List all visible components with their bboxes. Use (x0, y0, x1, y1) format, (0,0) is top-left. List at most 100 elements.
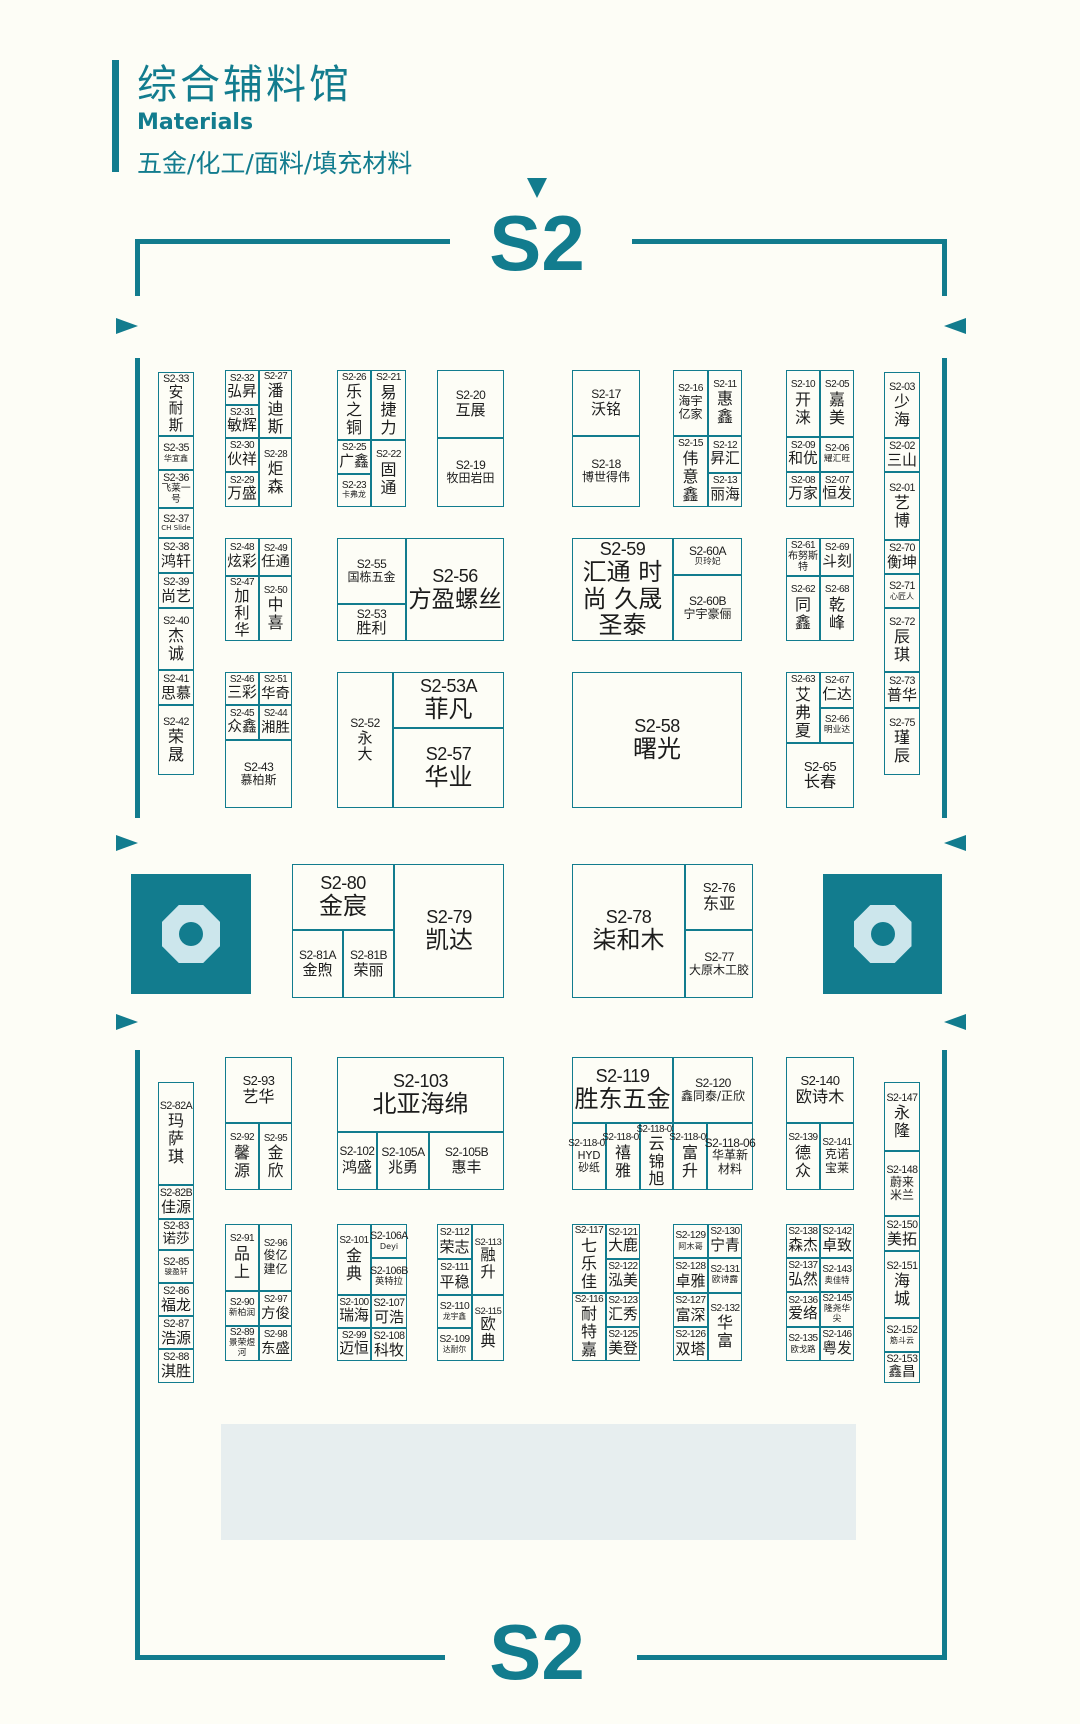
booth-s2-39[interactable]: S2-39尚艺 (158, 573, 194, 608)
booth-s2-21[interactable]: S2-21易捷力 (371, 370, 406, 440)
booth-s2-152[interactable]: S2-152筋斗云 (884, 1318, 920, 1352)
booth-s2-72[interactable]: S2-72辰琪 (884, 608, 920, 672)
booth-s2-60a[interactable]: S2-60A贝玲妃 (673, 538, 742, 575)
booth-s2-153[interactable]: S2-153鑫昌 (884, 1352, 920, 1383)
booth-s2-62[interactable]: S2-62同鑫 (786, 576, 820, 641)
booth-s2-101[interactable]: S2-101金典 (337, 1224, 371, 1295)
booth-s2-55[interactable]: S2-55国栋五金 (337, 538, 406, 604)
booth-s2-118-05[interactable]: S2-118-05富升 (669, 1123, 711, 1190)
booth-s2-137[interactable]: S2-137弘然 (786, 1258, 820, 1292)
booth-s2-44[interactable]: S2-44湘胜 (259, 705, 292, 740)
booth-s2-89[interactable]: S2-89景荣煜河 (225, 1326, 259, 1361)
booth-s2-19[interactable]: S2-19牧田岩田 (437, 438, 504, 507)
booth-s2-48[interactable]: S2-48炫彩 (225, 538, 259, 576)
booth-s2-92[interactable]: S2-92馨源 (225, 1123, 259, 1190)
booth-s2-117[interactable]: S2-117七乐佳 (572, 1224, 606, 1293)
booth-s2-51[interactable]: S2-51华奇 (259, 672, 292, 705)
booth-s2-38[interactable]: S2-38鸿轩 (158, 538, 194, 573)
booth-s2-142[interactable]: S2-142卓致 (820, 1224, 854, 1258)
booth-s2-93[interactable]: S2-93艺华 (225, 1057, 292, 1123)
booth-s2-143[interactable]: S2-143奥佳特 (820, 1258, 854, 1292)
booth-s2-118-01[interactable]: S2-118-01HYD砂纸 (568, 1123, 610, 1190)
booth-s2-123[interactable]: S2-123汇秀 (606, 1293, 640, 1327)
booth-s2-139[interactable]: S2-139德众 (786, 1123, 820, 1190)
booth-s2-99[interactable]: S2-99迈恒 (337, 1328, 371, 1361)
booth-s2-112[interactable]: S2-112荣志 (437, 1224, 472, 1259)
booth-s2-33[interactable]: S2-33安耐斯 (158, 372, 194, 436)
booth-s2-37[interactable]: S2-37CH Slide (158, 508, 194, 538)
booth-s2-113[interactable]: S2-113融升 (472, 1224, 504, 1295)
booth-s2-80[interactable]: S2-80金宸 (292, 864, 394, 930)
booth-s2-126[interactable]: S2-126双塔 (673, 1327, 708, 1361)
booth-s2-138[interactable]: S2-138森杰 (786, 1224, 820, 1258)
booth-s2-50[interactable]: S2-50中喜 (259, 576, 292, 641)
booth-s2-13[interactable]: S2-13丽海 (708, 473, 742, 507)
booth-s2-68[interactable]: S2-68乾峰 (820, 576, 854, 641)
booth-s2-15[interactable]: S2-15伟意鑫 (673, 436, 708, 507)
booth-s2-63[interactable]: S2-63艾弗夏 (786, 672, 820, 743)
booth-s2-140[interactable]: S2-140欧诗木 (786, 1057, 854, 1123)
booth-s2-36[interactable]: S2-36飞莱一号 (158, 470, 194, 508)
booth-s2-03[interactable]: S2-03少海 (884, 372, 920, 438)
booth-s2-66[interactable]: S2-66明业达 (820, 708, 854, 743)
booth-s2-16[interactable]: S2-16海宇亿家 (673, 370, 708, 436)
booth-s2-83[interactable]: S2-83诺莎 (158, 1219, 194, 1250)
booth-s2-131[interactable]: S2-131欧诗露 (708, 1258, 742, 1293)
booth-s2-145[interactable]: S2-145隆尧华尖 (820, 1292, 854, 1327)
booth-s2-95[interactable]: S2-95金欣 (259, 1123, 292, 1190)
booth-s2-52[interactable]: S2-52永大 (337, 672, 393, 808)
booth-s2-70[interactable]: S2-70衡坤 (884, 540, 920, 574)
booth-s2-67[interactable]: S2-67仁达 (820, 672, 854, 708)
booth-s2-151[interactable]: S2-151海城 (884, 1251, 920, 1318)
booth-s2-87[interactable]: S2-87浩源 (158, 1316, 194, 1349)
booth-s2-47[interactable]: S2-47加利华 (225, 576, 259, 641)
booth-s2-23[interactable]: S2-23卡弗龙 (337, 474, 371, 507)
booth-s2-146[interactable]: S2-146粤发 (820, 1327, 854, 1361)
booth-s2-41[interactable]: S2-41思慕 (158, 670, 194, 705)
booth-s2-45[interactable]: S2-45众鑫 (225, 705, 259, 740)
booth-s2-30[interactable]: S2-30伙祥 (225, 438, 259, 472)
booth-s2-43[interactable]: S2-43慕柏斯 (225, 740, 292, 808)
booth-s2-79[interactable]: S2-79凯达 (394, 864, 504, 998)
booth-s2-09[interactable]: S2-09和优 (786, 437, 820, 472)
booth-s2-135[interactable]: S2-135欧戈路 (786, 1327, 820, 1361)
booth-s2-77[interactable]: S2-77大原木工胶 (685, 930, 753, 998)
booth-s2-28[interactable]: S2-28炬森 (259, 438, 292, 507)
booth-s2-116[interactable]: S2-116耐特嘉 (572, 1293, 606, 1361)
booth-s2-32[interactable]: S2-32弘昇 (225, 370, 259, 405)
booth-s2-107[interactable]: S2-107可浩 (371, 1295, 407, 1328)
booth-s2-111[interactable]: S2-111平稳 (437, 1259, 472, 1295)
booth-s2-141[interactable]: S2-141克诺宝莱 (820, 1123, 854, 1190)
booth-s2-127[interactable]: S2-127富深 (673, 1293, 708, 1327)
booth-s2-76[interactable]: S2-76东亚 (685, 864, 753, 930)
booth-s2-75[interactable]: S2-75瑾辰 (884, 708, 920, 775)
booth-s2-12[interactable]: S2-12昇汇 (708, 436, 742, 473)
booth-s2-85[interactable]: S2-85骏盈轩 (158, 1250, 194, 1283)
booth-s2-59[interactable]: S2-59汇通 时尚 久晟 圣泰 (572, 538, 673, 641)
booth-s2-35[interactable]: S2-35华宜鑫 (158, 436, 194, 470)
booth-s2-22[interactable]: S2-22固通 (371, 440, 406, 507)
booth-s2-96[interactable]: S2-96俊亿建亿 (259, 1224, 292, 1291)
booth-s2-20[interactable]: S2-20互展 (437, 370, 504, 438)
booth-s2-132[interactable]: S2-132华富 (708, 1293, 742, 1361)
booth-s2-125[interactable]: S2-125美登 (606, 1327, 640, 1361)
booth-s2-81a[interactable]: S2-81A金煦 (292, 930, 343, 998)
booth-s2-31[interactable]: S2-31敏辉 (225, 405, 259, 438)
booth-s2-102[interactable]: S2-102鸿盛 (337, 1132, 377, 1190)
booth-s2-11[interactable]: S2-11惠鑫 (708, 370, 742, 436)
booth-s2-10[interactable]: S2-10开涞 (786, 370, 820, 437)
booth-s2-01[interactable]: S2-01艺博 (884, 472, 920, 540)
booth-s2-119[interactable]: S2-119胜东五金 (572, 1057, 673, 1123)
booth-s2-56[interactable]: S2-56方盈螺丝 (406, 538, 504, 641)
booth-s2-82b[interactable]: S2-82B佳源 (158, 1185, 194, 1219)
booth-s2-98[interactable]: S2-98东盛 (259, 1326, 292, 1361)
booth-s2-46[interactable]: S2-46三彩 (225, 672, 259, 705)
booth-s2-61[interactable]: S2-61布努斯特 (786, 538, 820, 576)
booth-s2-29[interactable]: S2-29万盛 (225, 472, 259, 507)
booth-s2-60b[interactable]: S2-60B宁宇豪俪 (673, 575, 742, 641)
booth-s2-106b[interactable]: S2-106B英特拉 (370, 1258, 408, 1295)
booth-s2-65[interactable]: S2-65长春 (786, 743, 854, 808)
booth-s2-91[interactable]: S2-91品上 (225, 1224, 259, 1291)
booth-s2-26[interactable]: S2-26乐之铜 (337, 370, 371, 440)
booth-s2-150[interactable]: S2-150美拓 (884, 1216, 920, 1251)
